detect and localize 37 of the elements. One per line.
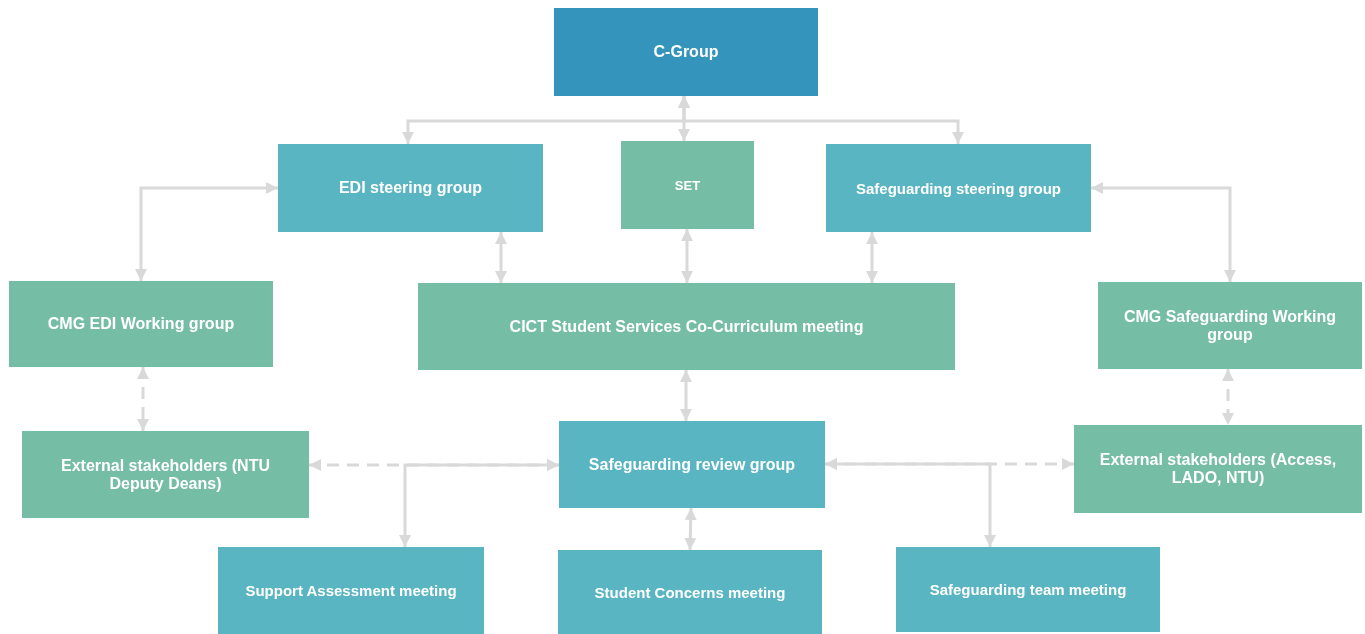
group-box: [559, 421, 825, 508]
connector-arrow: [681, 229, 693, 283]
group-box: [22, 431, 309, 518]
connector-arrow: [1222, 369, 1234, 425]
group-box: [554, 8, 818, 96]
group-box: [9, 281, 273, 367]
box-label: External stakeholders (NTU Deputy Deans): [60, 456, 271, 493]
box-label: Safeguarding team meeting: [929, 581, 1127, 598]
connector-arrow: [684, 507, 697, 551]
group-box: [218, 547, 484, 634]
box-label: CICT Student Services Co-Curriculum meeting: [509, 317, 864, 336]
connector-arrow: [137, 367, 149, 431]
box-label: C-Group: [653, 43, 719, 61]
group-box: [558, 550, 822, 634]
connector-arrow: [399, 459, 559, 547]
box-label: EDI steering group: [338, 179, 483, 197]
box-label: Safeguarding steering group: [856, 179, 1061, 197]
group-box: [1098, 282, 1362, 369]
connector-arrow: [135, 182, 278, 281]
box-label: Student Concerns meeting: [594, 583, 786, 601]
group-box: [1074, 425, 1362, 513]
box-label: SET: [674, 177, 701, 193]
group-box: [896, 547, 1160, 632]
box-label: CMG Safeguarding Working group: [1122, 307, 1338, 344]
connector-arrow: [680, 370, 692, 421]
box-label: Safeguarding review group: [588, 455, 796, 474]
box-label: CMG EDI Working group: [47, 315, 235, 333]
box-label: Support Assessment meeting: [245, 582, 457, 599]
box-label: External stakeholders (Access, LADO, NTU): [1098, 451, 1338, 487]
connector-arrow: [866, 232, 878, 283]
group-box: [621, 141, 754, 229]
connector-arrow: [1091, 182, 1236, 282]
group-box: [418, 283, 955, 370]
group-box: [826, 144, 1091, 232]
connector-arrow: [825, 458, 996, 547]
group-box: [278, 144, 543, 232]
connector-arrow: [495, 232, 507, 283]
